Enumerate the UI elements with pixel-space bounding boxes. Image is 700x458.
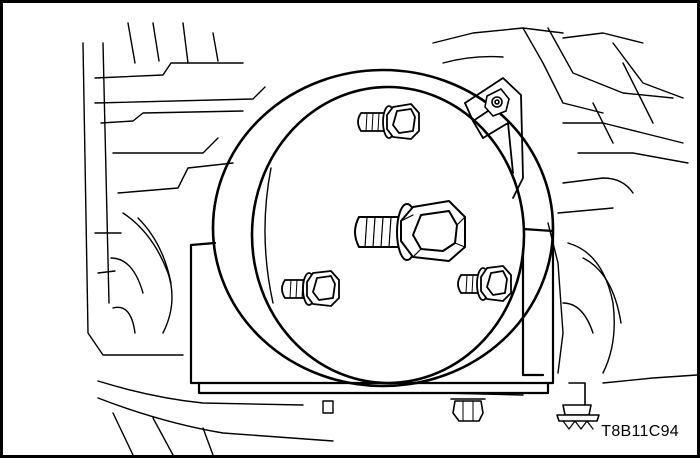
lower-bolt-right [556, 382, 600, 430]
top-bolt [357, 103, 420, 140]
bracket-bolt [484, 88, 510, 117]
lower-bolt-center [450, 398, 486, 422]
crankshaft-pulley [211, 68, 555, 388]
tool-bracket [189, 227, 555, 395]
center-bolt [354, 200, 466, 262]
engine-casting [82, 22, 697, 455]
left-bolt [281, 270, 340, 307]
right-bolt [457, 265, 512, 302]
small-stud [322, 400, 334, 414]
engine-pulley-tool-drawing [82, 22, 697, 455]
figure-id-label: T8B11C94 [601, 423, 679, 440]
